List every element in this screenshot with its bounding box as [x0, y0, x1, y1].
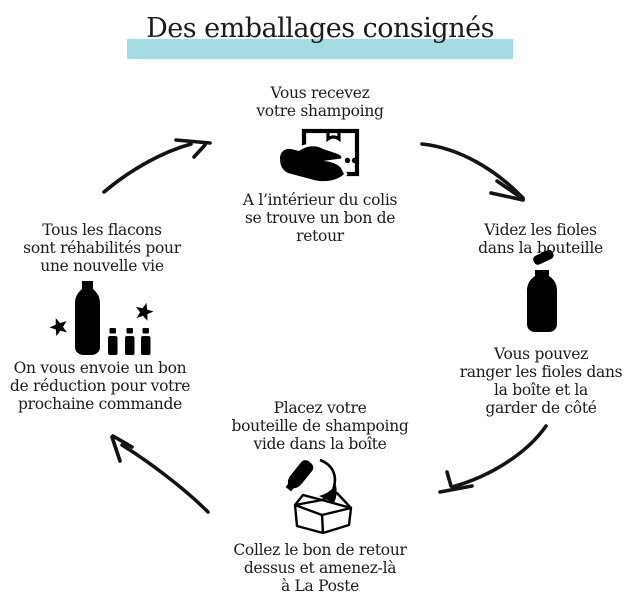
arrow-bottom-right — [438, 424, 548, 494]
step-pack-box-caption: Collez le bon de retour dessus et amenez… — [233, 541, 407, 595]
arrow-top-left — [102, 138, 212, 194]
shampoo-bottle-icon — [527, 249, 557, 332]
step-empty-vials-caption: Vous pouvez ranger les fioles dans la bo… — [459, 345, 623, 417]
hand-delivering-package-icon — [276, 128, 360, 185]
step-receive-heading: Vous recevez votre shampoing — [256, 84, 384, 120]
step-pack-box-heading: Placez votre bouteille de shampoing vide… — [231, 399, 409, 453]
step-empty-vials-heading: Videz les fioles dans la bouteille — [478, 221, 603, 257]
step-receive-caption: A l’intérieur du colis se trouve un bon … — [242, 191, 398, 245]
bottle-vials-stars-icon — [49, 281, 154, 355]
bottle-into-box-icon — [285, 458, 353, 535]
step-rehabilitate-caption: On vous envoie un bon de réduction pour … — [9, 359, 191, 413]
page-title: Des emballages consignés — [146, 13, 494, 44]
step-rehabilitate-heading: Tous les flacons sont réhabilités pour u… — [23, 221, 181, 275]
title-highlight-bar — [127, 39, 513, 59]
arrow-top-right — [420, 142, 525, 202]
arrow-bottom-left — [110, 434, 210, 514]
